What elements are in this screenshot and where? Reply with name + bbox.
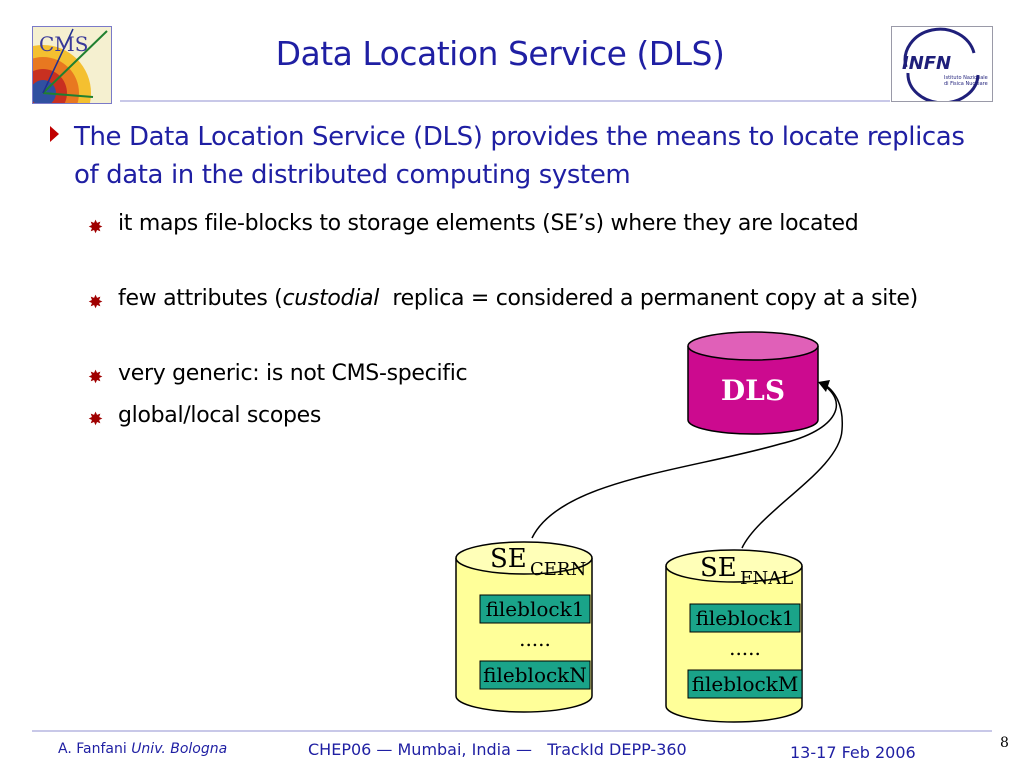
sub-bullet-text: few attributes (custodial replica = cons… [118, 283, 988, 315]
star-bullet-icon: ✸ [88, 409, 103, 430]
se-fnal-fileblock-last: fileblockM [692, 672, 799, 696]
footer-author: A. Fanfani Univ. Bologna [58, 741, 227, 757]
main-bullet: The Data Location Service (DLS) provides… [50, 118, 990, 194]
se-fnal-sublabel: FNAL [740, 568, 793, 589]
cms-logo: CMS [32, 26, 112, 104]
infn-logo-text: INFN [902, 53, 951, 74]
sub-bullet-text: global/local scopes [118, 403, 322, 428]
footer-author-name: A. Fanfani [58, 741, 127, 757]
infn-logo: INFN Istituto Nazionale di Fisica Nuclea… [891, 26, 993, 105]
slide-title: Data Location Service (DLS) [275, 34, 725, 73]
sub-bullet-text-suffix: replica = considered a permanent copy at… [379, 286, 918, 311]
cms-logo-graphic: CMS [33, 27, 111, 103]
star-bullet-icon: ✸ [88, 292, 103, 313]
dls-label: DLS [721, 374, 785, 407]
footer-date: 13-17 Feb 2006 [790, 743, 916, 762]
bullet-arrow-icon [50, 126, 59, 142]
cms-logo-text: CMS [39, 32, 88, 56]
se-cern-cylinder: SE CERN fileblock1 ..... fileblockN [455, 541, 593, 713]
connector-fnal-dls [741, 382, 843, 549]
star-bullet-icon: ✸ [88, 367, 103, 388]
se-cern-label: SE [490, 544, 527, 574]
se-fnal-fileblock-first: fileblock1 [696, 606, 795, 630]
connector-cern-dls [531, 382, 838, 539]
star-bullet-icon: ✸ [88, 217, 103, 238]
title-divider [120, 100, 890, 102]
se-fnal-label: SE [700, 553, 737, 583]
se-fnal-ellipsis: ..... [729, 636, 761, 660]
sub-bullet: ✸ global/local scopes [88, 400, 988, 432]
sub-bullet: ✸ it maps file-blocks to storage element… [88, 208, 988, 240]
sub-bullet: ✸ few attributes (custodial replica = co… [88, 283, 988, 315]
sub-bullet-text-prefix: few attributes ( [118, 286, 283, 311]
infn-logo-subtitle-2: di Fisica Nucleare [944, 81, 988, 87]
se-cern-ellipsis: ..... [519, 627, 551, 651]
sub-bullet-text: it maps file-blocks to storage elements … [118, 211, 859, 236]
main-bullet-text: The Data Location Service (DLS) provides… [74, 122, 965, 190]
se-cern-sublabel: CERN [530, 559, 586, 580]
sub-bullet: ✸ very generic: is not CMS-specific [88, 358, 988, 390]
arrow-head-icon [818, 380, 830, 392]
sub-bullet-italic-term: custodial [282, 286, 380, 311]
se-cern-fileblock-last: fileblockN [483, 663, 587, 687]
infn-logo-subtitle-1: Istituto Nazionale [944, 75, 988, 81]
dls-cylinder: DLS [687, 331, 819, 435]
se-cern-fileblock-first: fileblock1 [486, 597, 585, 621]
page-number: 8 [1000, 735, 1009, 751]
footer-affiliation: Univ. Bologna [131, 741, 228, 757]
sub-bullet-text: very generic: is not CMS-specific [118, 361, 468, 386]
se-fnal-cylinder: SE FNAL fileblock1 ..... fileblockM [665, 549, 803, 723]
footer-divider [32, 730, 992, 732]
footer-conference: CHEP06 — Mumbai, India — TrackId DEPP-36… [308, 740, 687, 759]
